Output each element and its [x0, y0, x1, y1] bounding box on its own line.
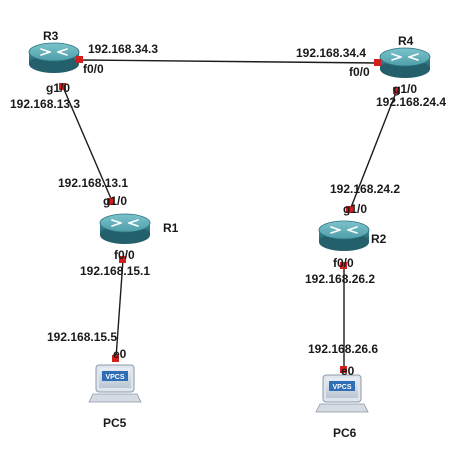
node-label-r3: R3	[43, 29, 59, 43]
interface-label: e0	[341, 364, 355, 378]
vpcs-badge: VPCS	[332, 384, 351, 391]
port-pc6-e0	[340, 366, 347, 373]
interface-label: g1/0	[343, 202, 367, 216]
ip-label: 192.168.13.3	[10, 97, 80, 111]
router-icon	[99, 213, 151, 245]
port-r4-f0-0	[374, 59, 381, 66]
interface-label: f0/0	[349, 65, 370, 79]
node-label-r1: R1	[163, 221, 179, 235]
node-label-pc6: PC6	[333, 426, 357, 440]
link-r4-r2	[349, 89, 398, 211]
vpcs-pc-icon	[315, 374, 369, 413]
interface-label: g1/0	[46, 81, 70, 95]
link-r3-r1	[62, 86, 113, 202]
port-r1-g1-0	[107, 198, 114, 205]
links	[62, 59, 398, 370]
port-r3-f0-0	[76, 56, 83, 63]
pc-pc6[interactable]: VPCS	[315, 374, 369, 413]
port-r1-f0-0	[119, 256, 126, 263]
ip-label: 192.168.24.2	[330, 182, 400, 196]
pc-pc5[interactable]: VPCS	[88, 364, 142, 403]
ip-label: 192.168.13.1	[58, 176, 128, 190]
router-r4[interactable]	[379, 47, 431, 79]
interface-label: f0/0	[83, 62, 104, 76]
link-r1-pc5	[115, 259, 124, 359]
port-r2-f0-0	[340, 262, 347, 269]
interface-label: g1/0	[103, 194, 127, 208]
node-label-r4: R4	[398, 34, 414, 48]
interface-label: e0	[113, 347, 127, 361]
port-r4-g1-0	[393, 87, 400, 94]
router-r2[interactable]	[318, 220, 370, 252]
ip-label: 192.168.26.2	[305, 272, 375, 286]
port-r2-g1-0	[346, 206, 353, 213]
router-icon	[28, 42, 80, 74]
router-r1[interactable]	[99, 213, 151, 245]
ip-label: 192.168.34.3	[88, 42, 158, 56]
port-pc5-e0	[112, 355, 119, 362]
vpcs-pc-icon	[88, 364, 142, 403]
router-icon	[379, 47, 431, 79]
router-icon	[318, 220, 370, 252]
port-r3-g1-0	[59, 83, 66, 90]
interface-label: g1/0	[393, 82, 417, 96]
ip-label: 192.168.26.6	[308, 342, 378, 356]
ip-label: 192.168.34.4	[296, 46, 366, 60]
link-r3-r4	[79, 59, 379, 64]
interface-label: f0/0	[114, 248, 135, 262]
ip-label: 192.168.15.5	[47, 330, 117, 344]
ip-label: 192.168.24.4	[376, 95, 446, 109]
interface-label: f0/0	[333, 256, 354, 270]
node-label-r2: R2	[371, 232, 387, 246]
vpcs-badge: VPCS	[105, 374, 124, 381]
ip-label: 192.168.15.1	[80, 264, 150, 278]
port-markers	[59, 56, 400, 373]
router-r3[interactable]	[28, 42, 80, 74]
node-label-pc5: PC5	[103, 416, 127, 430]
